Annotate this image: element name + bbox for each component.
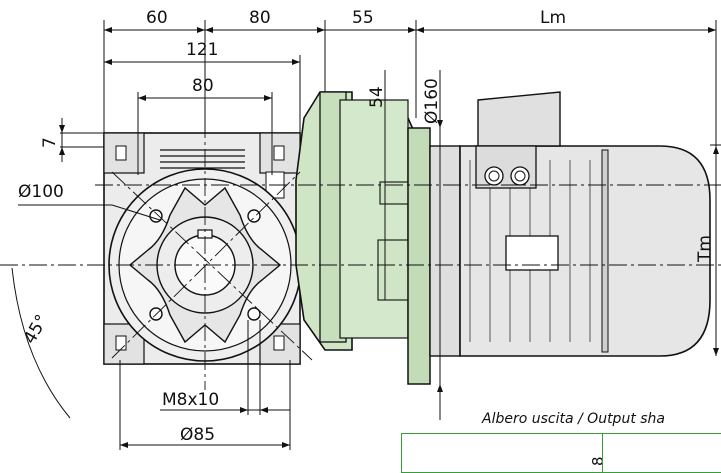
center-lines [0, 120, 721, 390]
dim-100: Ø100 [18, 182, 64, 202]
adapter-flange [295, 91, 431, 385]
dimension-lines [11, 20, 721, 450]
dim-54: 54 [367, 86, 387, 108]
dim-160: Ø160 [422, 78, 442, 124]
dim-80: 80 [192, 76, 214, 96]
dim-7: 7 [40, 137, 60, 148]
dim-tm: Tm [695, 235, 715, 263]
bolt-holes [149, 209, 261, 321]
dim-121: 121 [186, 40, 218, 60]
output-shaft-caption: Albero uscita / Output sha [482, 411, 666, 427]
motor-body [429, 91, 711, 357]
dim-45-deg: 45° [20, 311, 52, 347]
dimension-labels: 60 80 55 Lm 121 80 54 Ø160 7 Ø100 Tm 45°… [18, 8, 715, 445]
dim-55: 55 [352, 8, 374, 28]
table-divider [602, 434, 603, 472]
technical-drawing: 60 80 55 Lm 121 80 54 Ø160 7 Ø100 Tm 45°… [0, 8, 721, 450]
dim-80-top: 80 [249, 8, 271, 28]
dim-85: Ø85 [180, 425, 215, 445]
dim-60: 60 [146, 8, 168, 28]
dimension-arrows [59, 27, 719, 448]
dim-lm: Lm [540, 8, 566, 28]
table-cell-a: 8 [589, 456, 607, 466]
output-shaft-table: 8 9 [401, 433, 721, 473]
dim-m8x10: M8x10 [162, 390, 219, 410]
